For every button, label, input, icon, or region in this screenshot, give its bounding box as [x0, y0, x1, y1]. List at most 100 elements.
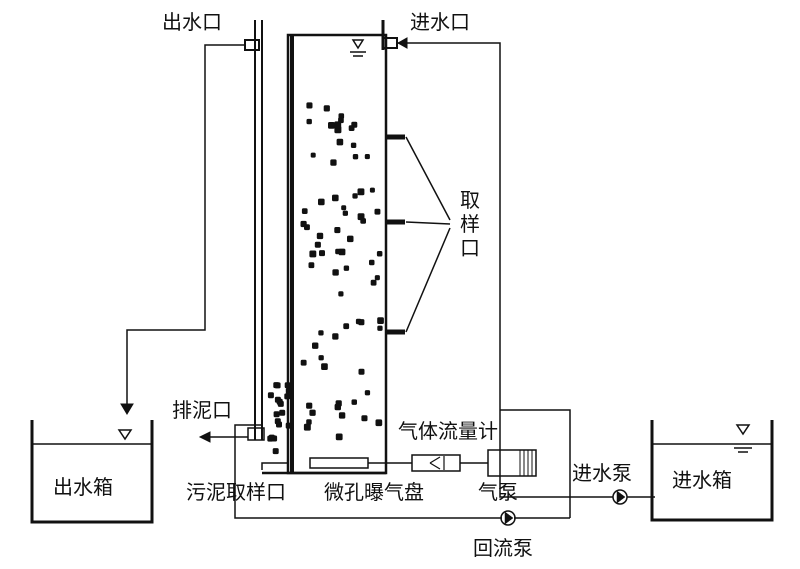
carrier-particle — [300, 359, 307, 366]
carrier-particle — [352, 193, 358, 199]
carrier-particle — [377, 325, 383, 331]
carrier-particle — [377, 317, 384, 324]
carrier-particle — [312, 342, 319, 349]
carrier-particle — [301, 208, 308, 214]
carrier-particle — [304, 224, 310, 231]
carrier-particle — [369, 187, 375, 193]
gas-flowmeter-label: 气体流量计 — [398, 419, 498, 443]
outlet-tank-water-level-icon — [117, 429, 133, 441]
carrier-particle — [358, 368, 365, 375]
carrier-particle — [332, 269, 339, 276]
return-pump-icon — [500, 510, 516, 526]
carrier-particle — [309, 409, 316, 416]
carrier-particle — [352, 154, 359, 160]
carrier-particle — [357, 213, 365, 221]
sludge-particle — [267, 392, 274, 399]
carrier-particle — [319, 250, 325, 257]
air-pump-label: 气泵 — [478, 480, 518, 504]
carrier-particle — [323, 105, 330, 112]
microporous-aerator-label: 微孔曝气盘 — [324, 480, 424, 504]
carrier-particle — [310, 152, 316, 158]
carrier-particle — [318, 355, 324, 361]
carrier-particle — [350, 142, 357, 148]
carrier-particle — [376, 251, 383, 257]
sludge-particle — [273, 411, 280, 418]
carrier-particle — [334, 227, 341, 234]
carrier-particle — [321, 363, 328, 370]
outlet-tank — [30, 420, 154, 524]
inlet-pump-icon — [612, 489, 628, 505]
inlet-tank-label: 进水箱 — [672, 468, 732, 492]
sludge-particle — [268, 434, 275, 441]
sludge-particle — [276, 421, 282, 428]
inlet-pump-label: 进水泵 — [572, 461, 632, 485]
inlet-pipe — [397, 42, 613, 498]
carrier-particle — [318, 198, 325, 206]
carrier-particle — [314, 241, 321, 248]
carrier-particle — [364, 154, 370, 160]
carrier-particles — [267, 102, 384, 455]
carrier-particle — [375, 419, 383, 427]
air-pump-icon — [487, 449, 537, 477]
sludge-particle — [279, 409, 286, 416]
carrier-particle — [334, 403, 341, 411]
carrier-particle — [343, 323, 350, 330]
carrier-particle — [309, 250, 317, 258]
carrier-particle — [318, 330, 324, 336]
microporous-aerator-disc — [309, 457, 369, 469]
outlet-label: 出水口 — [162, 10, 222, 34]
outlet-tank-label: 出水箱 — [53, 475, 113, 499]
carrier-particle — [332, 194, 339, 202]
sludge-particle — [285, 387, 292, 394]
carrier-particle — [341, 205, 347, 211]
return-pump-label: 回流泵 — [473, 536, 533, 560]
carrier-particle — [330, 159, 337, 166]
carrier-particle — [351, 399, 357, 405]
inlet-label: 进水口 — [410, 10, 470, 34]
sludge-discharge-valve — [247, 427, 265, 441]
carrier-particle — [308, 262, 315, 269]
outlet-arrow — [120, 403, 134, 415]
inlet-arrow — [396, 37, 408, 49]
inlet-tank — [650, 420, 774, 522]
carrier-particle — [306, 402, 313, 409]
sludge-sampling-port-label: 污泥取样口 — [186, 480, 286, 504]
carrier-particle — [306, 118, 312, 125]
sludge-sampling-stub — [261, 462, 288, 470]
carrier-particle — [328, 122, 335, 129]
sludge-particle — [274, 382, 281, 389]
carrier-particle — [374, 275, 380, 281]
carrier-particle — [374, 208, 381, 215]
carrier-particle — [335, 433, 343, 441]
carrier-particle — [303, 423, 311, 431]
carrier-particle — [338, 113, 345, 119]
carrier-particle — [348, 125, 355, 131]
inlet-tank-water-level-icon — [735, 424, 751, 436]
sludge-particle — [285, 422, 292, 429]
sludge-particle — [284, 393, 291, 400]
carrier-particle — [364, 390, 371, 396]
carrier-particle — [343, 265, 350, 271]
sludge-discharge-label: 排泥口 — [172, 398, 232, 422]
sludge-discharge-arrow — [198, 431, 211, 443]
carrier-particle — [334, 121, 342, 129]
carrier-particle — [306, 102, 313, 109]
carrier-particle — [336, 138, 344, 146]
return-pipe — [234, 424, 502, 519]
carrier-particle — [370, 279, 377, 286]
sampling-port-label: 取样口 — [460, 188, 480, 260]
carrier-particle — [316, 232, 324, 240]
carrier-particle — [332, 333, 339, 340]
column-water-level-icon — [351, 39, 365, 50]
outlet-pipe — [126, 44, 245, 408]
carrier-particle — [338, 291, 344, 297]
carrier-particle — [347, 235, 354, 243]
carrier-particle — [361, 415, 368, 422]
carrier-particle — [357, 188, 365, 196]
carrier-particle — [338, 412, 346, 419]
sludge-particle — [284, 382, 291, 389]
sludge-particle — [277, 400, 284, 407]
sludge-particle — [272, 448, 279, 455]
carrier-particle — [306, 419, 312, 425]
